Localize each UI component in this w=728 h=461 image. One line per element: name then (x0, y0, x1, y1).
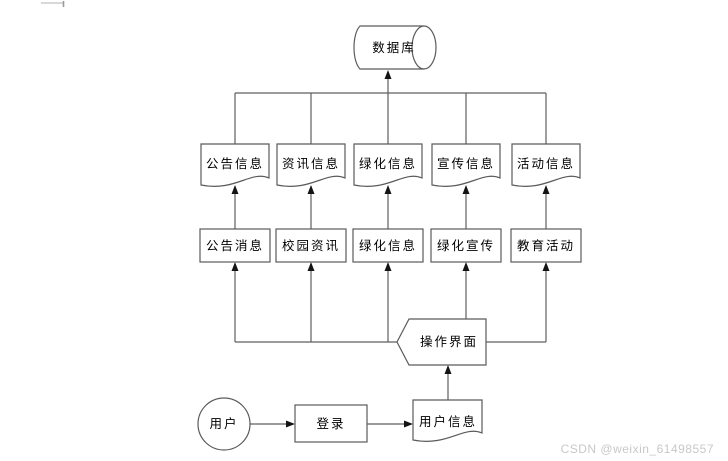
arrowhead-right (404, 420, 413, 428)
node-label: 资讯信息 (282, 156, 340, 171)
node-user: 用户 (197, 397, 251, 451)
node-label: 绿化信息 (359, 238, 417, 253)
node-label: 操作界面 (420, 334, 478, 349)
arrowhead-up (384, 185, 392, 194)
document-shape (511, 143, 581, 187)
arrowhead-up (231, 262, 239, 271)
node-operation-interface: 操作界面 (396, 318, 487, 366)
arrowhead-up (231, 185, 239, 194)
node-login: 登录 (294, 404, 368, 443)
arrowhead-up (542, 262, 550, 271)
arrowhead-up (444, 365, 452, 374)
cylinder-cap (411, 25, 437, 70)
node-label: 用户 (209, 416, 238, 431)
rect-shape (275, 228, 347, 263)
interface-to-module-connectors (234, 270, 547, 343)
node-module-education-activity: 教育活动 (510, 228, 582, 263)
pentagon-shape (396, 318, 487, 366)
document-shape (412, 399, 483, 442)
crop-artifact (41, 1, 65, 7)
rect-shape (352, 228, 424, 263)
node-label: 数据库 (372, 40, 416, 55)
arrowhead-up (307, 262, 315, 271)
node-database: 数据库 (353, 25, 437, 70)
cylinder-shape (353, 25, 424, 70)
arrowhead-up (384, 262, 392, 271)
arrowhead-up (307, 185, 315, 194)
rect-shape (199, 228, 271, 263)
node-user-info: 用户信息 (412, 399, 483, 442)
circle-shape (197, 397, 251, 451)
node-module-announcement: 公告消息 (199, 228, 271, 263)
arrowhead-up (462, 262, 470, 271)
node-module-greening-publicity: 绿化宣传 (430, 228, 502, 263)
arrowhead-up (462, 185, 470, 194)
node-label: 绿化信息 (359, 156, 417, 171)
node-label: 绿化宣传 (437, 238, 495, 253)
node-store-announcement-info: 公告信息 (200, 143, 270, 187)
arrowhead-right (286, 420, 295, 428)
user-flow-connectors (250, 373, 449, 425)
node-label: 活动信息 (517, 156, 575, 171)
node-store-publicity-info: 宣传信息 (431, 143, 501, 187)
arrowheads (231, 70, 550, 428)
document-shape (200, 143, 270, 187)
node-store-activity-info: 活动信息 (511, 143, 581, 187)
node-label: 用户信息 (419, 414, 477, 429)
document-shape (353, 143, 423, 187)
document-shape (276, 143, 346, 187)
rect-shape (510, 228, 582, 263)
node-label: 校园资讯 (282, 238, 340, 253)
rect-shape (430, 228, 502, 263)
node-label: 教育活动 (517, 238, 575, 253)
node-label: 宣传信息 (437, 156, 495, 171)
node-label: 公告消息 (206, 238, 264, 253)
node-module-greening-info: 绿化信息 (352, 228, 424, 263)
module-to-store-arrow-shafts (234, 193, 547, 229)
node-label: 登录 (316, 416, 345, 431)
watermark: CSDN @weixin_61498557 (560, 442, 714, 456)
arrowhead-up (542, 185, 550, 194)
rect-shape (294, 404, 368, 443)
node-label: 公告信息 (206, 156, 264, 171)
document-shape (431, 143, 501, 187)
connectors (234, 78, 547, 425)
arrowhead-up (384, 70, 392, 79)
node-store-greening-info: 绿化信息 (353, 143, 423, 187)
node-module-campus-news: 校园资讯 (275, 228, 347, 263)
node-store-news-info: 资讯信息 (276, 143, 346, 187)
bus-database-connectors (234, 78, 547, 144)
